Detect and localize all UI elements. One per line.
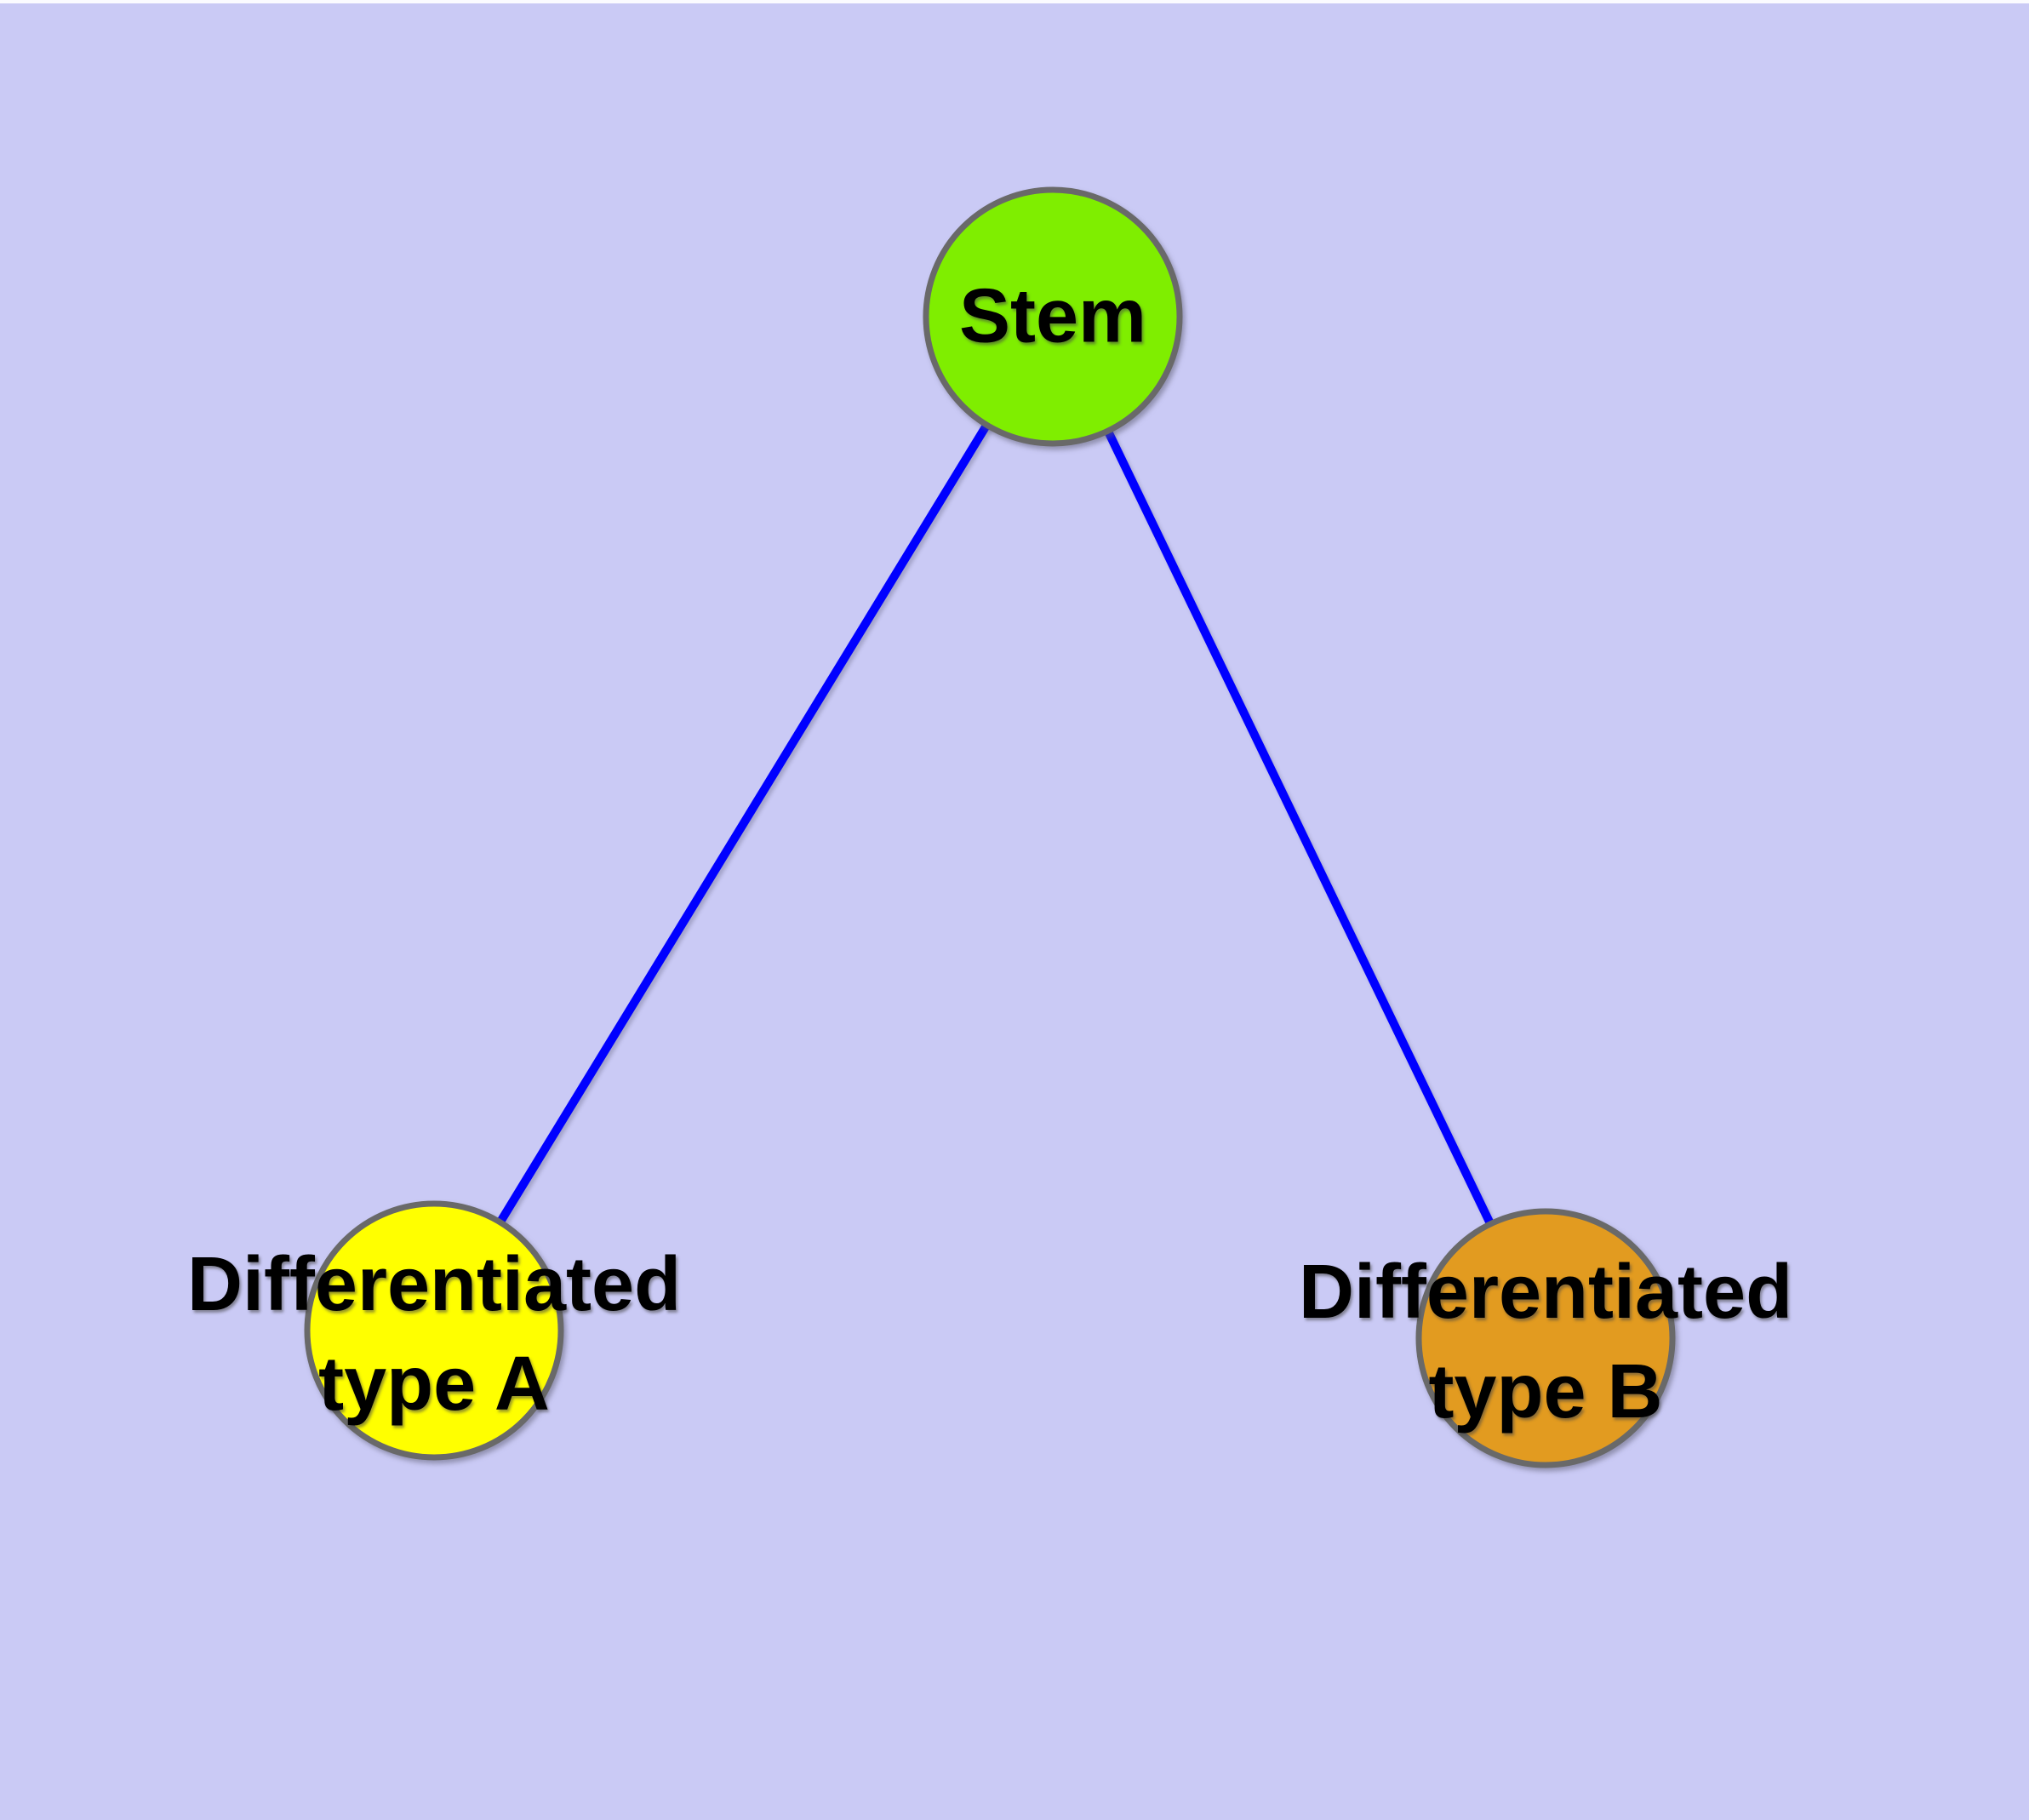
node-differentiated-type-a[interactable] [304,1200,564,1461]
label-line-1: Differentiated [1298,1250,1793,1335]
node-label-stem: Stem [958,273,1147,359]
nodes-layer [304,186,1676,1468]
edge-stem-to-type-a [430,314,1057,1333]
node-label-differentiated-type-b: Differentiated type B [1299,1243,1792,1442]
node-stem[interactable] [923,186,1183,447]
edge-stem-to-type-b [1049,314,1550,1341]
window-edge-strip [0,0,2029,3]
label-line-1: Differentiated [186,1242,682,1327]
label-line-2: type A [318,1342,550,1427]
edges-layer [430,314,1550,1341]
node-label-differentiated-type-a: Differentiated type A [187,1235,681,1434]
node-differentiated-type-b[interactable] [1415,1208,1676,1468]
label-line-2: type B [1428,1349,1663,1434]
